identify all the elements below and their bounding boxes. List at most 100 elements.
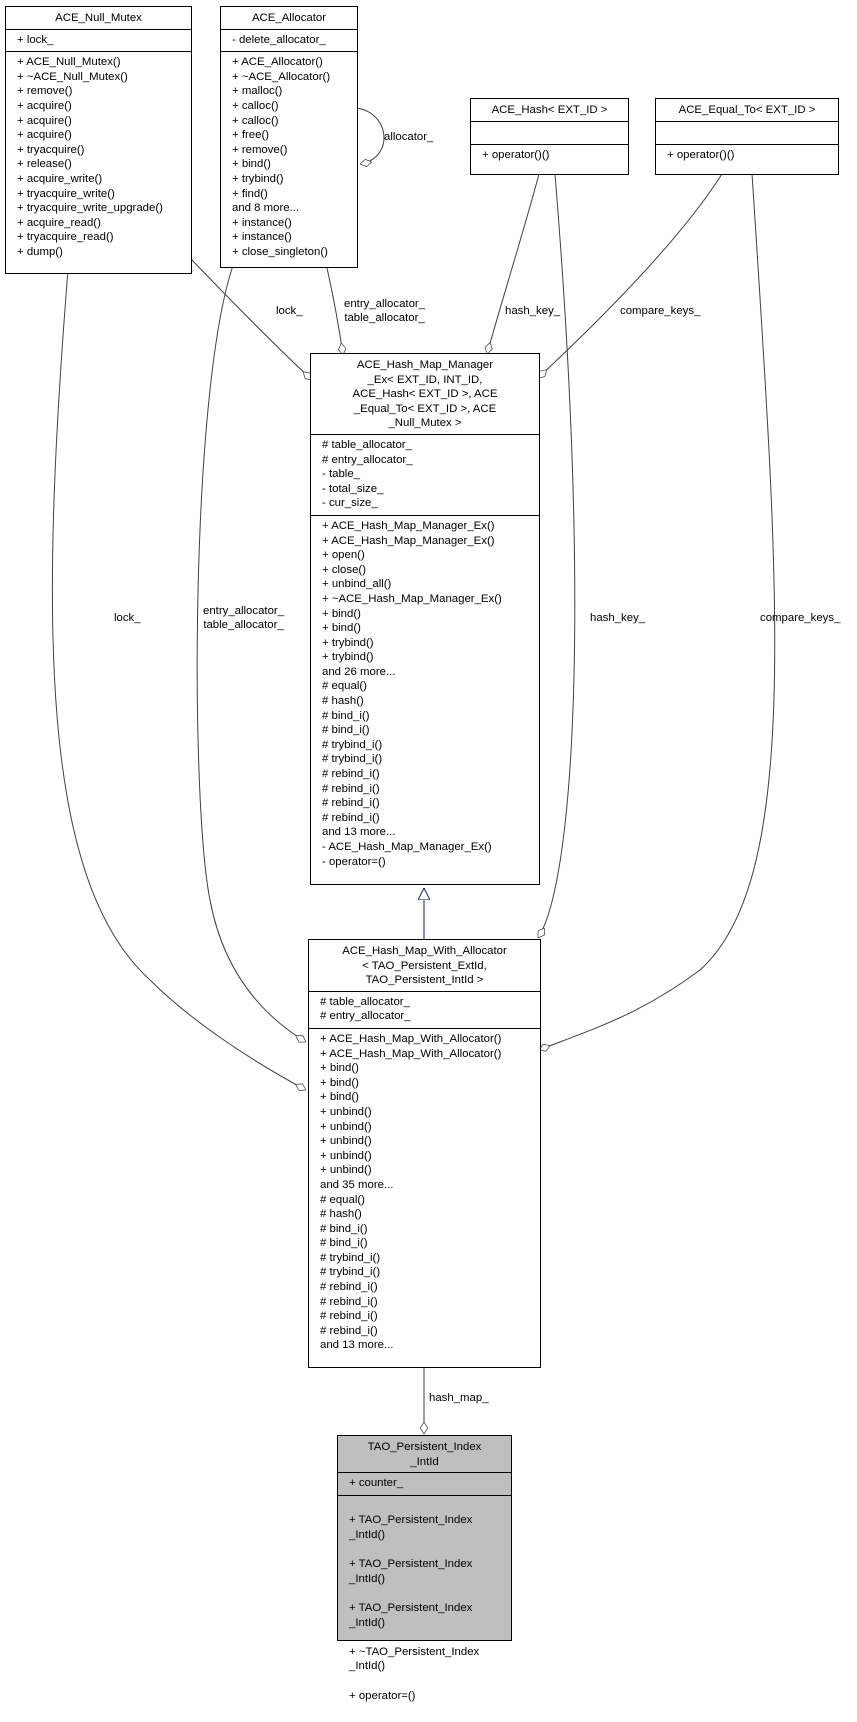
class-ace-hash[interactable]: ACE_Hash< EXT_ID > + operator()() xyxy=(470,98,629,175)
class-name: ACE_Allocator xyxy=(251,12,327,24)
class-ace-hash-map-with-allocator[interactable]: ACE_Hash_Map_With_Allocator < TAO_Persis… xyxy=(308,939,541,1368)
edge-lock-upper xyxy=(189,257,312,380)
method: + bind() xyxy=(322,607,361,620)
method: + remove() xyxy=(232,143,288,156)
method: + bind() xyxy=(320,1076,359,1089)
method: + remove() xyxy=(17,85,73,98)
method: # rebind_i() xyxy=(322,811,380,824)
method: + unbind() xyxy=(320,1105,372,1118)
method: + free() xyxy=(232,129,270,142)
method: + find() xyxy=(232,187,268,200)
class-diagram: ACE_Null_Mutex + lock_ + ACE_Null_Mutex(… xyxy=(5,6,841,1702)
attribute: - total_size_ xyxy=(322,482,384,495)
method: + acquire_write() xyxy=(17,172,103,185)
method: # rebind_i() xyxy=(322,768,380,781)
edge-label-alloc-upper: entry_allocator_ table_allocator_ xyxy=(344,298,426,324)
attribute: + counter_ xyxy=(349,1477,404,1490)
method: and 35 more... xyxy=(320,1178,394,1191)
edge-label-compare-keys-lower: compare_keys_ xyxy=(760,612,841,624)
method: # bind_i() xyxy=(320,1222,368,1235)
method: + close_singleton() xyxy=(232,245,328,258)
class-tao-persistent-index-intid[interactable]: TAO_Persistent_Index _IntId + counter_ +… xyxy=(337,1435,512,1702)
edge-alloc-upper xyxy=(326,267,343,355)
class-ace-null-mutex[interactable]: ACE_Null_Mutex + lock_ + ACE_Null_Mutex(… xyxy=(5,6,192,274)
method: and 13 more... xyxy=(322,826,396,839)
method: + calloc() xyxy=(232,99,279,112)
class-name: TAO_Persistent_Index _IntId xyxy=(367,1441,482,1468)
attributes-compartment xyxy=(656,120,838,144)
method: + close() xyxy=(322,563,366,576)
method: + tryacquire_write_upgrade() xyxy=(17,202,163,215)
edge-label-alloc-lower: entry_allocator_ table_allocator_ xyxy=(203,605,285,631)
edge-label-hash-map: hash_map_ xyxy=(429,1392,489,1404)
method: and 8 more... xyxy=(232,202,300,215)
methods-compartment: + operator()() xyxy=(471,143,628,167)
attribute: - cur_size_ xyxy=(322,497,378,510)
class-ace-hash-map-manager-ex[interactable]: ACE_Hash_Map_Manager _Ex< EXT_ID, INT_ID… xyxy=(310,353,540,885)
method: + dump() xyxy=(17,245,63,258)
edge-hash-key-lower xyxy=(537,173,576,938)
method: # bind_i() xyxy=(322,724,370,737)
method: + trybind() xyxy=(232,172,284,185)
method: + tryacquire() xyxy=(17,143,85,156)
attributes-compartment xyxy=(471,120,628,144)
method: + unbind() xyxy=(320,1149,372,1162)
method: + TAO_Persistent_Index _IntId() xyxy=(349,1514,473,1541)
class-name: ACE_Hash< EXT_ID > xyxy=(491,104,608,116)
method: + operator()() xyxy=(667,148,735,161)
method: + trybind() xyxy=(322,651,374,664)
class-name: ACE_Null_Mutex xyxy=(55,12,142,24)
method: # rebind_i() xyxy=(322,797,380,810)
methods-compartment: + ACE_Allocator() + ~ACE_Allocator() + m… xyxy=(221,51,357,263)
method: + operator=() xyxy=(349,1689,416,1702)
method: + bind() xyxy=(320,1091,359,1104)
method: + TAO_Persistent_Index _IntId() xyxy=(349,1601,473,1629)
methods-compartment: + ACE_Hash_Map_Manager_Ex() + ACE_Hash_M… xyxy=(311,514,539,873)
method: + bind() xyxy=(320,1062,359,1075)
method: + unbind() xyxy=(320,1120,372,1133)
edge-compare-keys-upper xyxy=(538,173,723,378)
method: # rebind_i() xyxy=(320,1295,378,1308)
edge-allocator-self xyxy=(355,107,385,164)
method: + unbind_all() xyxy=(322,578,392,591)
method: + trybind() xyxy=(322,636,374,649)
class-ace-equal-to[interactable]: ACE_Equal_To< EXT_ID > + operator()() xyxy=(655,98,839,175)
class-ace-allocator[interactable]: ACE_Allocator - delete_allocator_ + ACE_… xyxy=(220,6,358,268)
method: + unbind() xyxy=(320,1135,372,1148)
method: + ACE_Hash_Map_With_Allocator() xyxy=(320,1032,502,1045)
attribute: # table_allocator_ xyxy=(320,995,410,1008)
class-name: ACE_Hash_Map_Manager _Ex< EXT_ID, INT_ID… xyxy=(352,359,498,430)
method: + ~ACE_Null_Mutex() xyxy=(17,70,128,83)
method: + ACE_Null_Mutex() xyxy=(17,56,121,69)
method: # hash() xyxy=(322,695,364,708)
method: and 13 more... xyxy=(320,1339,394,1352)
method: # rebind_i() xyxy=(320,1310,378,1323)
method: # equal() xyxy=(320,1193,365,1206)
method: + ACE_Hash_Map_Manager_Ex() xyxy=(322,534,495,547)
attributes-compartment: - delete_allocator_ xyxy=(221,28,357,52)
method: + acquire_read() xyxy=(17,216,101,229)
method: + bind() xyxy=(232,158,271,171)
method: + open() xyxy=(322,549,365,562)
method: + acquire() xyxy=(17,99,72,112)
method: # equal() xyxy=(322,680,367,693)
edge-alloc-lower xyxy=(196,259,306,1042)
class-name: ACE_Equal_To< EXT_ID > xyxy=(678,104,816,116)
method: + instance() xyxy=(232,216,292,229)
method: + TAO_Persistent_Index _IntId() xyxy=(349,1558,473,1585)
attributes-compartment: + counter_ xyxy=(338,1472,511,1495)
method: + ACE_Hash_Map_Manager_Ex() xyxy=(322,519,495,532)
edge-label-lock-upper: lock_ xyxy=(276,305,303,317)
method: + tryacquire_write() xyxy=(17,187,115,200)
method: + calloc() xyxy=(232,114,279,127)
edge-lock-lower xyxy=(51,269,306,1090)
method: + acquire() xyxy=(17,114,72,127)
method: + instance() xyxy=(232,231,292,244)
method: # rebind_i() xyxy=(320,1281,378,1294)
method: + release() xyxy=(17,158,72,171)
attribute: - delete_allocator_ xyxy=(232,33,326,46)
method: + unbind() xyxy=(320,1164,372,1177)
attributes-compartment: # table_allocator_ # entry_allocator_ xyxy=(309,990,540,1028)
attribute: # entry_allocator_ xyxy=(320,1010,411,1023)
method: - ACE_Hash_Map_Manager_Ex() xyxy=(322,841,492,853)
